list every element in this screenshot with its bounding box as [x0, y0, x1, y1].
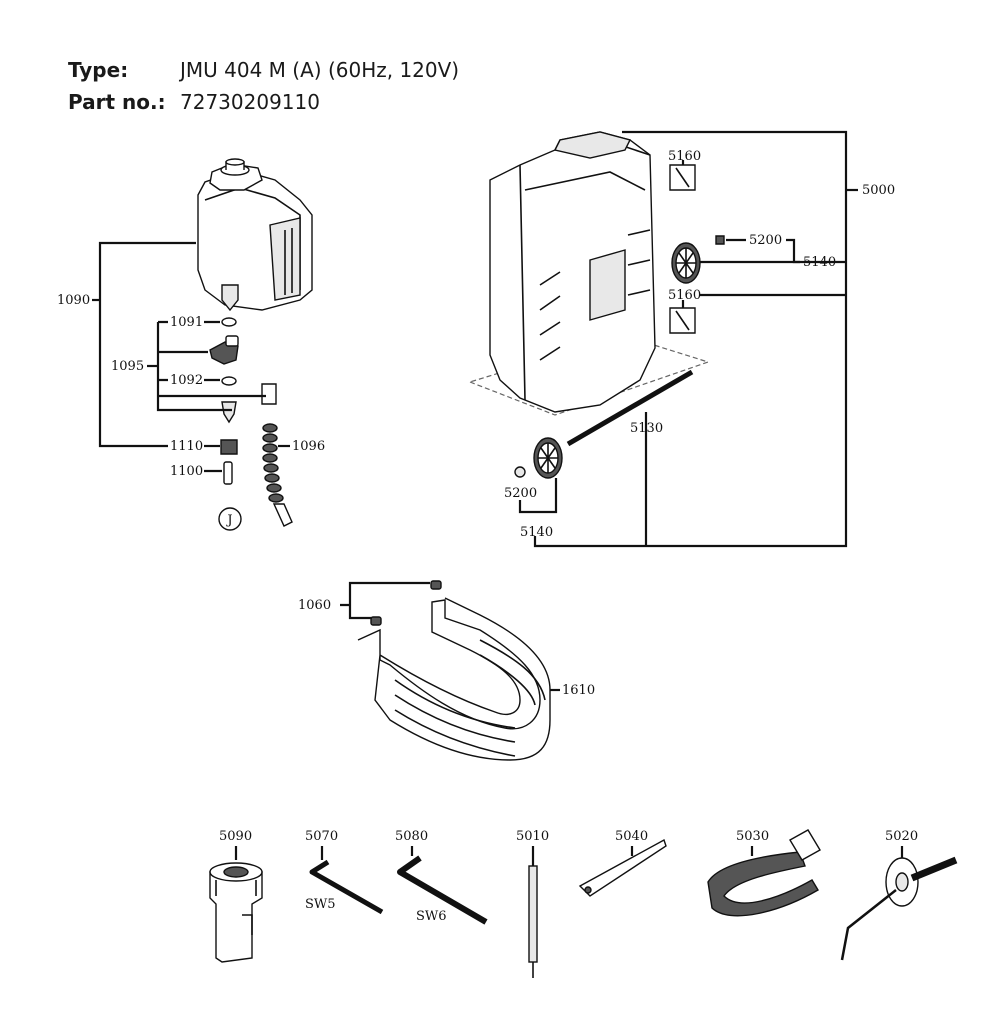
- nut-1110: [220, 439, 238, 455]
- type-row: Type: JMU 404 M (A) (60Hz, 120V): [68, 58, 459, 82]
- label-5010: 5010: [516, 829, 549, 844]
- label-5200-top: 5200: [749, 233, 782, 248]
- label-1091: 1091: [170, 315, 203, 330]
- label-5000: 5000: [862, 183, 895, 198]
- label-5030: 5030: [736, 829, 769, 844]
- label-5160-bottom: 5160: [668, 288, 701, 303]
- bracket-1610: [357, 597, 551, 761]
- label-1100: 1100: [170, 464, 203, 479]
- allen-key-5080: [397, 855, 488, 925]
- wheel-5140-bottom: [533, 437, 563, 479]
- accessories-row: 5090 5070 SW5 5080 SW6 5010 5040 5030: [209, 829, 958, 978]
- o-ring-1091: [221, 317, 237, 327]
- allen-key-5070: [309, 859, 384, 915]
- pin-1100: [223, 461, 233, 485]
- axle-5130: [566, 369, 694, 447]
- label-5160-top: 5160: [668, 149, 701, 164]
- wheel-5140-top: [671, 242, 701, 284]
- label-j: J: [225, 513, 232, 528]
- label-1060: 1060: [298, 598, 331, 613]
- label-5080: 5080: [395, 829, 428, 844]
- screw-1060-b: [370, 616, 382, 626]
- label-5130: 5130: [630, 421, 663, 436]
- nut-5200-bottom: [514, 466, 526, 478]
- label-1610: 1610: [562, 683, 595, 698]
- label-5020: 5020: [885, 829, 918, 844]
- connection-j-marker: [218, 507, 242, 531]
- nozzle: [221, 401, 237, 424]
- nut-5200-top: [715, 235, 725, 245]
- label-sw5: SW5: [305, 897, 336, 912]
- label-1092: 1092: [170, 373, 203, 388]
- valve-1095: [209, 341, 239, 365]
- strap-5030: [707, 829, 821, 917]
- wedge-5040: [578, 838, 667, 897]
- label-1090: 1090: [57, 293, 90, 308]
- tank-outlet: [221, 284, 239, 312]
- hose-connector: [261, 383, 277, 405]
- hose-1096: [262, 423, 293, 527]
- part-row: Part no.: 72730209110: [68, 90, 320, 114]
- rod-5010: [528, 865, 538, 963]
- label-5090: 5090: [219, 829, 252, 844]
- type-label: Type:: [68, 58, 129, 82]
- bracket-assembly: 1060 1610: [298, 580, 595, 761]
- type-value: JMU 404 M (A) (60Hz, 120V): [180, 58, 460, 82]
- label-5200-bottom: 5200: [504, 486, 537, 501]
- case-assembly: 5160 5000 5200 5140 5160 5130 5200 5140: [468, 130, 895, 548]
- adapter-5090: [209, 862, 263, 963]
- part-value: 72730209110: [180, 90, 320, 114]
- case-body: [489, 131, 656, 413]
- label-5070: 5070: [305, 829, 338, 844]
- logo-plate: [589, 249, 626, 321]
- label-1095: 1095: [111, 359, 144, 374]
- label-sw6: SW6: [416, 909, 447, 924]
- stirrer-5020: [840, 856, 958, 961]
- part-label: Part no.:: [68, 90, 166, 114]
- o-ring-1092: [221, 376, 237, 386]
- label-5040: 5040: [615, 829, 648, 844]
- label-1096: 1096: [292, 439, 325, 454]
- screw-1060-a: [430, 580, 442, 590]
- label-5140-bottom: 5140: [520, 525, 553, 540]
- label-1110: 1110: [170, 439, 203, 454]
- label-5140-top: 5140: [803, 255, 836, 270]
- water-tank-assembly: J 1090 1091 1095 1092 1110 1100: [57, 158, 325, 531]
